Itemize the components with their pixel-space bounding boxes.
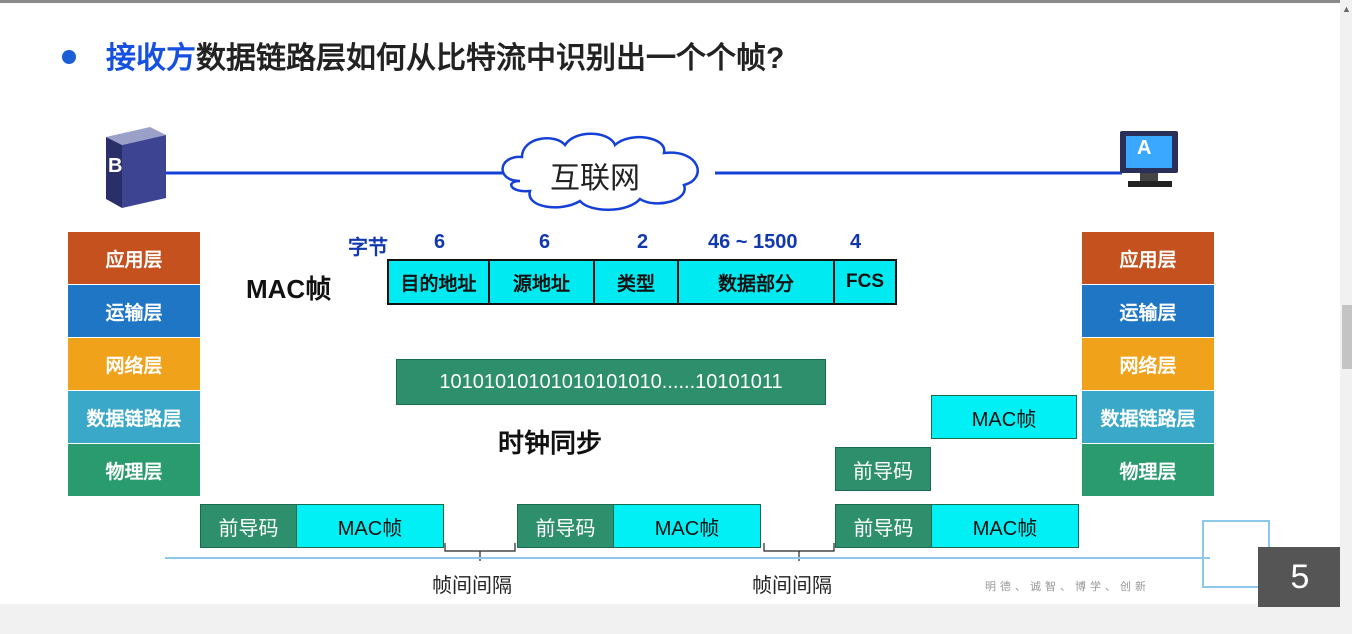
byte-type: 2 — [637, 231, 649, 253]
footer-motto: 明德、诚智、博学、创新 — [985, 581, 1150, 593]
right-layer-transport: 运输层 — [1082, 285, 1214, 337]
frame3-mac: MAC帧 — [931, 504, 1079, 548]
left-layer-physical: 物理层 — [68, 444, 200, 496]
byte-dest: 6 — [434, 231, 446, 253]
field-type: 类型 — [593, 259, 679, 305]
gap-label-2: 帧间间隔 — [752, 575, 832, 597]
field-src-addr: 源地址 — [488, 259, 595, 305]
server-icon — [106, 127, 166, 208]
left-layer-transport: 运输层 — [68, 285, 200, 337]
clock-sync-label: 时钟同步 — [498, 428, 603, 458]
network-diagram — [106, 127, 1270, 588]
cloud-icon — [501, 132, 699, 211]
frame2-preamble: 前导码 — [517, 504, 614, 548]
slide-title: 接收方数据链路层如何从比特流中识别出一个个帧? — [62, 33, 784, 77]
right-layer-physical: 物理层 — [1082, 444, 1214, 496]
received-mac-frame: MAC帧 — [931, 395, 1077, 439]
title-rest: 数据链路层如何从比特流中识别出一个个帧? — [196, 42, 785, 75]
left-layer-network: 网络层 — [68, 338, 200, 390]
frame1-preamble: 前导码 — [200, 504, 297, 548]
cloud-label: 互联网 — [550, 162, 640, 195]
gap-braces — [444, 543, 835, 561]
received-preamble: 前导码 — [835, 447, 931, 491]
title-highlight: 接收方 — [106, 42, 196, 75]
host-b-label: B — [108, 155, 123, 177]
right-layer-application: 应用层 — [1082, 232, 1214, 284]
host-a-label: A — [1137, 137, 1152, 159]
gap-label-1: 帧间间隔 — [432, 575, 512, 597]
bitstream-box: 10101010101010101010......10101011 — [396, 359, 826, 405]
frame1-mac: MAC帧 — [296, 504, 444, 548]
byte-fcs: 4 — [850, 231, 862, 253]
mac-frame-label: MAC帧 — [246, 274, 332, 304]
right-layer-network: 网络层 — [1082, 338, 1214, 390]
left-layer-datalink: 数据链路层 — [68, 391, 200, 443]
bullet-icon — [62, 50, 76, 65]
field-data: 数据部分 — [677, 259, 835, 305]
computer-icon — [1120, 131, 1178, 187]
field-fcs: FCS — [833, 259, 897, 305]
field-dest-addr: 目的地址 — [387, 259, 490, 305]
scrollbar-thumb[interactable] — [1342, 305, 1352, 369]
frame2-mac: MAC帧 — [613, 504, 761, 548]
page-number: 5 — [1258, 547, 1342, 607]
slide: 接收方数据链路层如何从比特流中识别出一个个帧? — [0, 0, 1342, 607]
right-layer-datalink: 数据链路层 — [1082, 391, 1214, 443]
byte-label: 字节 — [348, 237, 388, 259]
frame3-preamble: 前导码 — [835, 504, 932, 548]
byte-src: 6 — [539, 231, 551, 253]
scroll-up-icon[interactable]: ▲ — [1342, 4, 1351, 14]
byte-data: 46 ~ 1500 — [708, 231, 798, 253]
left-layer-application: 应用层 — [68, 232, 200, 284]
